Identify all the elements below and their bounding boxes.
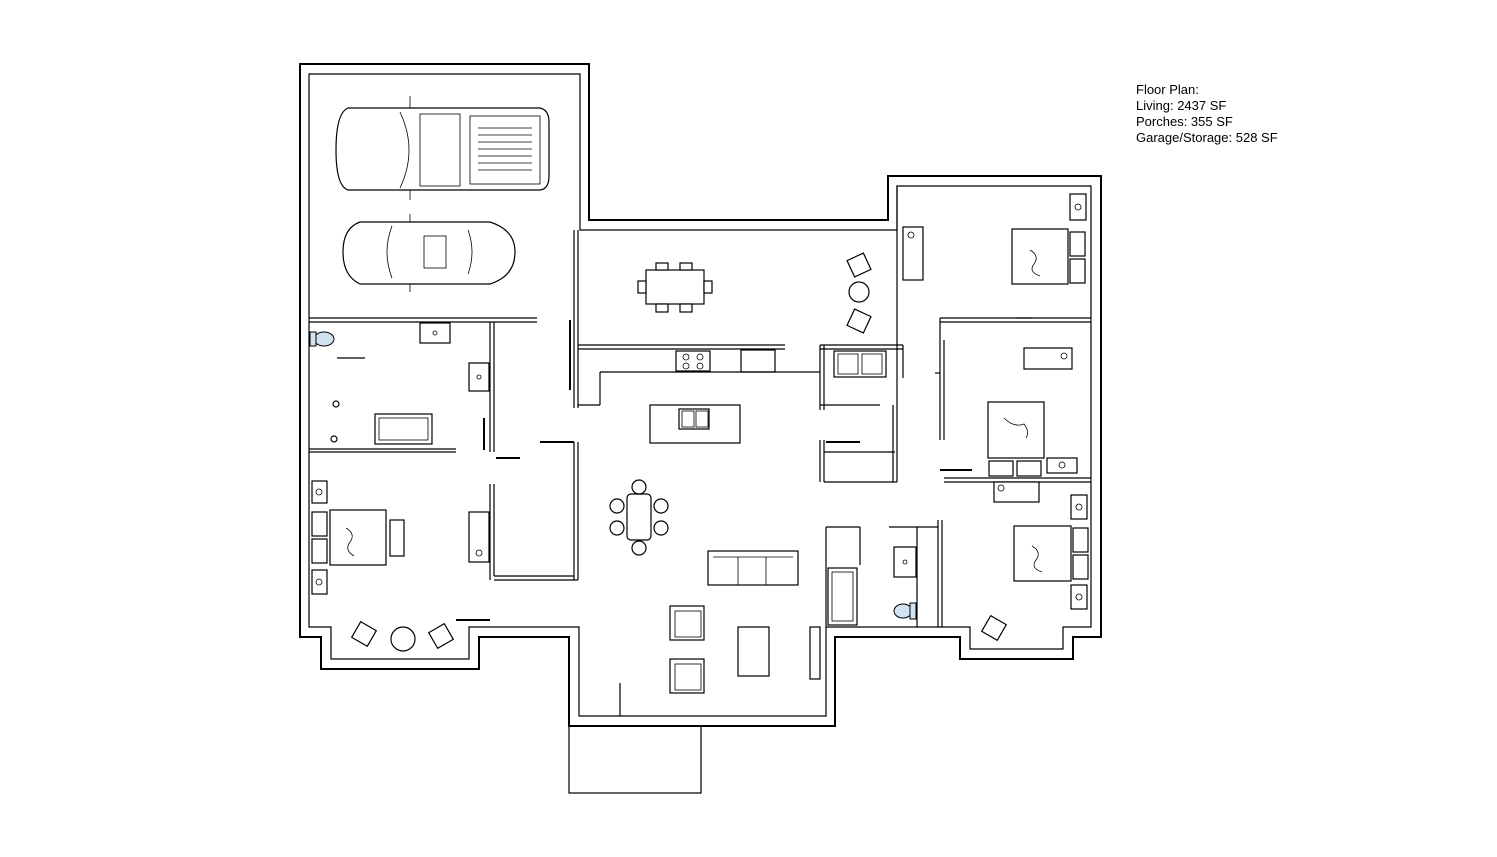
round-dining-table <box>609 479 669 556</box>
legend-living-area: Living: 2437 SF <box>1136 98 1227 113</box>
doors <box>337 317 1032 716</box>
bedroom-4 <box>980 494 1089 642</box>
kitchen <box>578 349 887 444</box>
dining-table <box>637 262 713 313</box>
bedroom-3 <box>987 347 1078 503</box>
legend-title: Floor Plan: <box>1136 82 1199 97</box>
interior-walls <box>309 186 1091 627</box>
bedroom-2 <box>902 193 1087 285</box>
legend-porches-area: Porches: 355 SF <box>1136 114 1233 129</box>
pickup-truck <box>335 96 550 200</box>
front-porch <box>568 725 702 794</box>
refrigerator <box>833 350 887 378</box>
living-room-furniture <box>669 550 821 694</box>
master-bedroom <box>311 480 490 652</box>
patio-seating <box>846 252 872 334</box>
master-bath <box>309 322 490 445</box>
hall-bath <box>827 546 917 626</box>
sedan-car <box>342 214 516 292</box>
floor-plan-legend: Floor Plan: Living: 2437 SF Porches: 355… <box>1136 82 1278 146</box>
legend-garage-area: Garage/Storage: 528 SF <box>1136 130 1278 145</box>
